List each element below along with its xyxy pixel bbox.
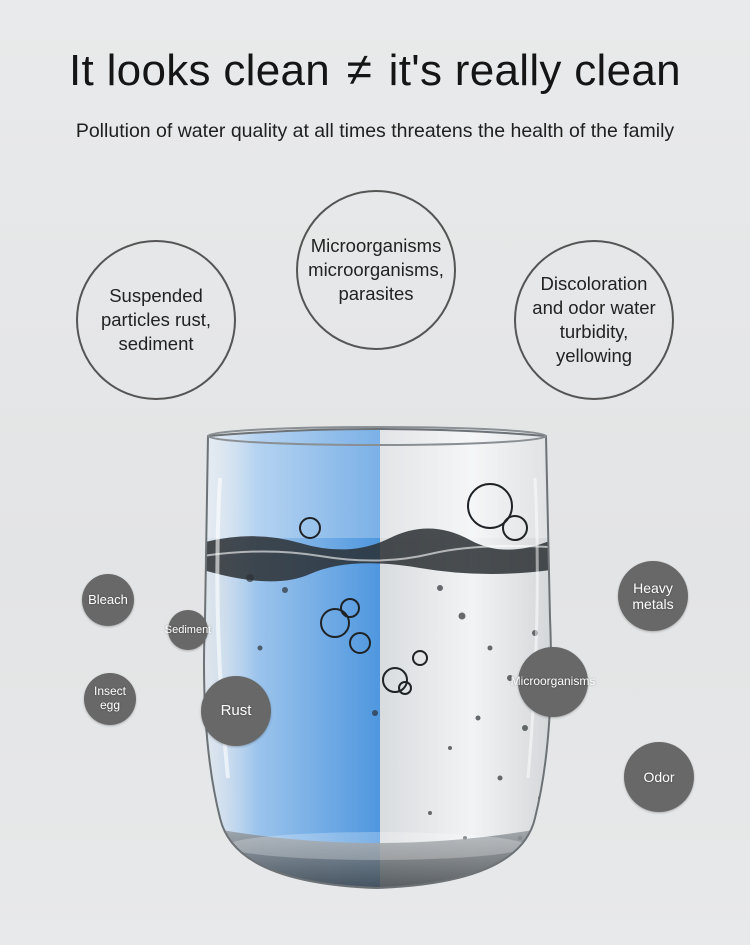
bubble-discoloration-text: Discoloration and odor water turbidity, … xyxy=(532,273,656,366)
tag-bleach: Bleach xyxy=(82,574,134,626)
tag-sediment: Sediment xyxy=(164,610,212,650)
tag-insect-egg-label: Insect egg xyxy=(93,684,126,712)
bubble-microorganisms-text: Microorganisms microorganisms, parasites xyxy=(308,235,444,304)
tag-odor-label: Odor xyxy=(643,768,675,785)
bubble-suspended-particles-text: Suspended particles rust, sediment xyxy=(100,285,211,354)
bubble-suspended-particles: Suspended particles rust, sediment xyxy=(76,240,236,400)
tag-heavy-metals-label: Heavy metals xyxy=(632,579,674,612)
subtitle: Pollution of water quality at all times … xyxy=(75,120,675,142)
tag-rust: Rust xyxy=(201,676,271,746)
tag-odor: Odor xyxy=(624,742,694,812)
headline: It looks clean ≠ it's really clean xyxy=(0,42,750,96)
tag-insect-egg: Insect egg xyxy=(84,673,136,725)
tag-microorganisms: Microorganisms xyxy=(511,647,595,717)
tag-rust-label: Rust xyxy=(220,702,252,720)
tag-microorganisms-label: Microorganisms xyxy=(510,674,596,689)
not-equal-icon: ≠ xyxy=(346,43,373,95)
tag-sediment-label: Sediment xyxy=(164,623,212,636)
water-glass-illustration xyxy=(203,426,552,890)
bubble-discoloration: Discoloration and odor water turbidity, … xyxy=(514,240,674,400)
headline-left: It looks clean xyxy=(69,46,331,95)
headline-right: it's really clean xyxy=(388,46,681,95)
tag-bleach-label: Bleach xyxy=(88,591,128,607)
bubble-microorganisms: Microorganisms microorganisms, parasites xyxy=(296,190,456,350)
tag-heavy-metals: Heavy metals xyxy=(618,561,688,631)
